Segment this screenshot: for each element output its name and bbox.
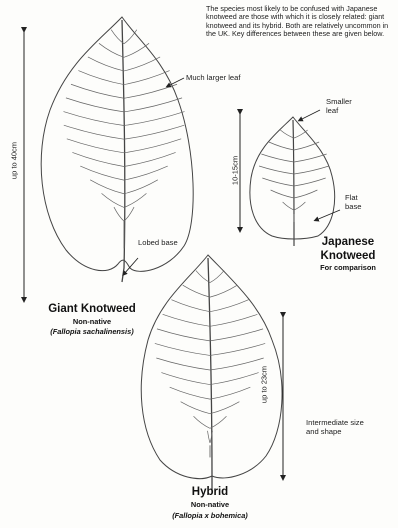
leaf-vein (283, 202, 294, 210)
leaf-vein (170, 387, 210, 399)
leaf-vein (157, 329, 210, 341)
leaf-vein (156, 358, 210, 370)
leaf-vein (269, 142, 294, 150)
japanese-name-line1: Japanese (303, 236, 393, 249)
leaf-vein (261, 154, 294, 162)
giant-name: Giant Knotweed (32, 303, 152, 316)
leaf-vein (171, 300, 210, 312)
giant-size-label: up to 40cm (10, 131, 19, 191)
leaf-vein (155, 343, 210, 355)
japanese-note-leaf: Smaller leaf (326, 98, 366, 115)
leaf-vein (161, 373, 210, 385)
leaf-vein (124, 71, 170, 85)
leaf-vein (259, 166, 294, 174)
leaf-vein (210, 358, 264, 370)
intro-text: The species most likely to be confused w… (206, 5, 394, 38)
hybrid-size-label: up to 23cm (260, 355, 269, 415)
leaf-vein (294, 190, 317, 198)
leaf-vein (208, 431, 210, 443)
leaf-vein (124, 125, 184, 139)
japanese-subtitle: For comparison (303, 264, 393, 272)
leaf-vein (88, 57, 124, 71)
leaf-vein (99, 43, 124, 57)
leaf-vein (102, 193, 124, 207)
leaf-vein (124, 84, 177, 98)
leaf-vein (124, 30, 137, 44)
leaf-vein (210, 373, 259, 385)
leaf-vein (63, 112, 124, 126)
leaf-vein (210, 416, 226, 428)
giant-note-leaf: Much larger leaf (186, 74, 240, 83)
leaf-vein (210, 343, 265, 355)
leaf-vein (183, 285, 210, 297)
leaf-vein (262, 178, 294, 186)
leaf-vein (90, 180, 124, 194)
leaf-vein (294, 154, 327, 162)
leaf-vein (72, 152, 124, 166)
leaf-vein (210, 300, 249, 312)
leaf-vein (80, 166, 124, 180)
leaf-vein (210, 329, 263, 341)
leaf-vein (194, 416, 210, 428)
leaf-vein (124, 57, 160, 71)
giant-note-base: Lobed base (138, 239, 178, 248)
leaf-vein (210, 285, 237, 297)
leaf-vein (181, 402, 210, 414)
hybrid-note: Intermediate size and shape (306, 419, 376, 436)
leaf-vein (163, 314, 210, 326)
leaf-vein (124, 193, 146, 207)
leaf-vein (294, 166, 329, 174)
leaf-vein (124, 180, 158, 194)
leaf-vein (280, 130, 294, 138)
japanese-name-line2: Knotweed (303, 250, 393, 263)
leaf-vein (210, 314, 257, 326)
leaf-vein (78, 71, 124, 85)
leaf-vein (210, 271, 224, 283)
leaf-vein (124, 152, 176, 166)
leaf-vein (124, 139, 181, 153)
leaf-vein (210, 402, 239, 414)
leaf-vein (67, 139, 124, 153)
leaf-vein (124, 112, 185, 126)
leaf-vein (124, 166, 168, 180)
leaf-vein (124, 207, 134, 221)
hybrid-status: Non-native (150, 501, 270, 509)
giant-latin: (Fallopia sachalinensis) (22, 328, 162, 336)
leaf-vein (64, 125, 124, 139)
japanese-size-label: 10-15cm (231, 146, 240, 196)
hybrid-latin: (Fallopia x bohemica) (140, 512, 280, 520)
leaf-vein (294, 178, 326, 186)
size-arrows (24, 30, 283, 478)
leaf-vein (294, 130, 308, 138)
leaf-vein (66, 98, 124, 112)
leaf-vein (124, 98, 182, 112)
giant-status: Non-native (32, 318, 152, 326)
japanese-knotweed-leaf (250, 117, 335, 246)
leaf-vein (114, 207, 124, 221)
leaf-vein (210, 387, 250, 399)
leaf-vein (271, 190, 294, 198)
leaf-vein (294, 202, 305, 210)
hybrid-name: Hybrid (150, 486, 270, 499)
leaf-vein (71, 84, 124, 98)
japanese-note-base: Flat base (345, 194, 375, 211)
